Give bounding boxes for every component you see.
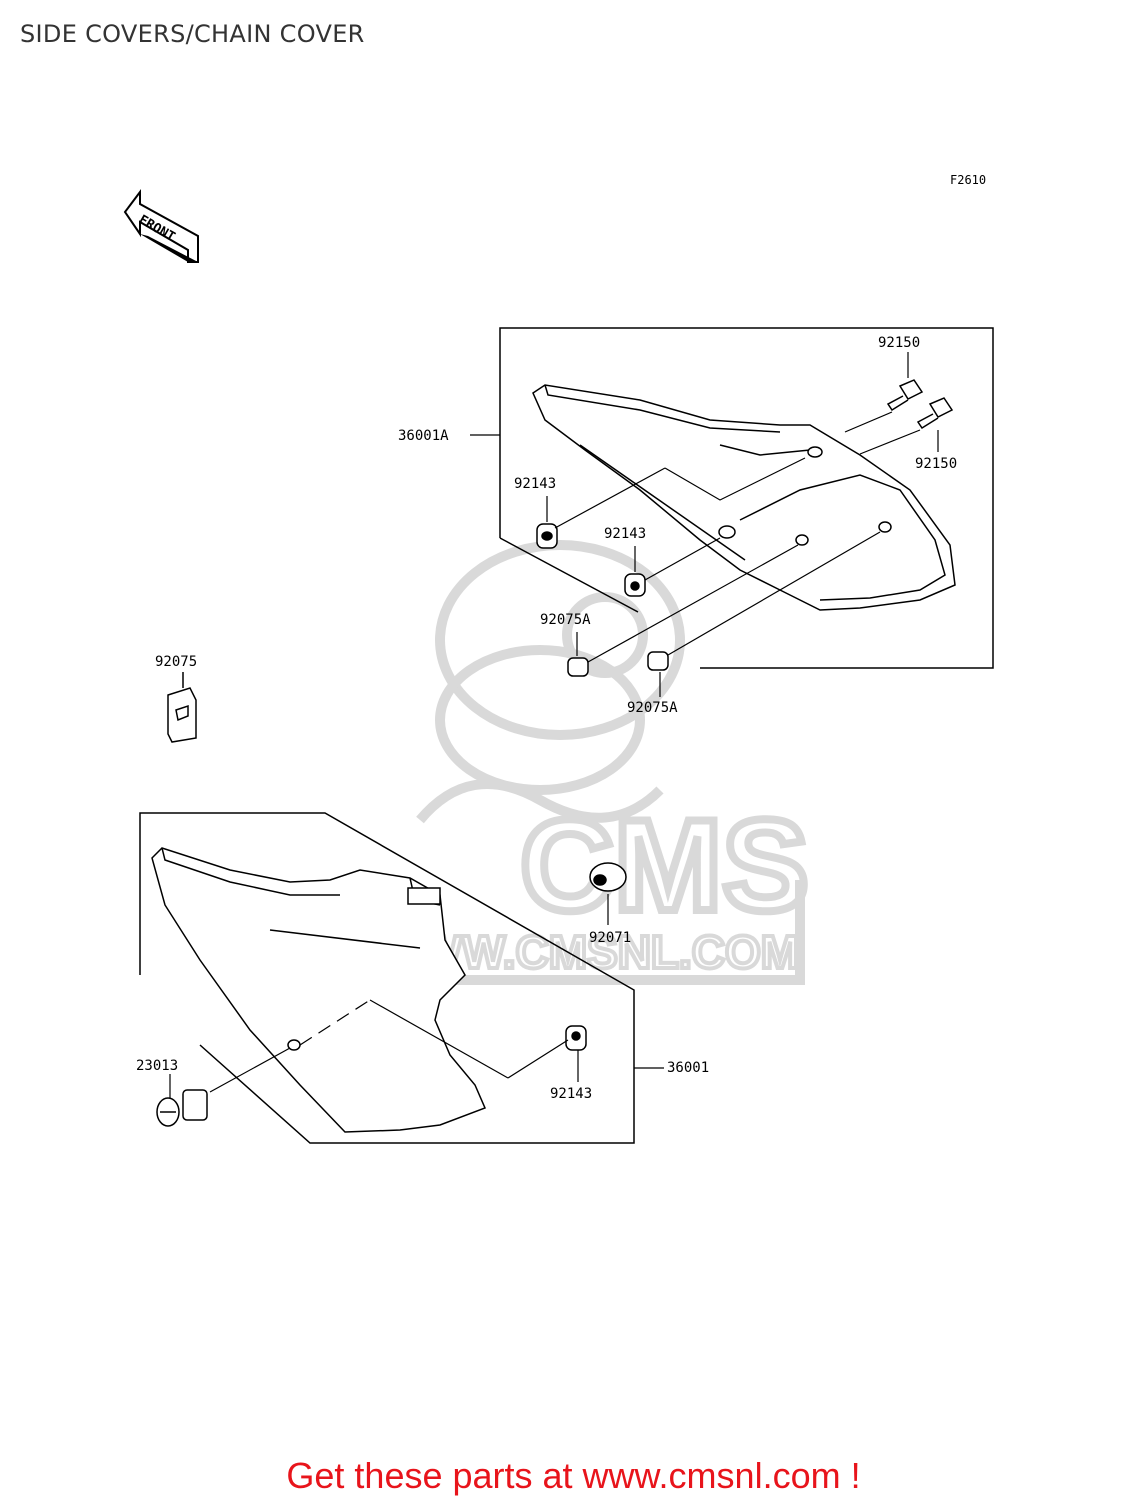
label-92143-a: 92143	[514, 476, 556, 492]
clip-92075	[167, 672, 197, 743]
bolt-92150-top	[886, 379, 924, 412]
grommet-92143-b	[624, 573, 646, 597]
watermark-logo: CMS	[520, 792, 809, 938]
label-92071: 92071	[589, 930, 631, 946]
label-92150-right: 92150	[915, 456, 957, 472]
label-92143-c: 92143	[550, 1086, 592, 1102]
label-23013: 23013	[136, 1058, 178, 1074]
label-36001: 36001	[667, 1060, 709, 1076]
label-36001A: 36001A	[398, 428, 449, 444]
bolt-92150-right	[916, 397, 954, 430]
label-92075A-a: 92075A	[540, 612, 591, 628]
front-arrow: FRONT	[123, 189, 199, 263]
grommet-92071	[589, 862, 627, 892]
upper-leader-lines	[470, 352, 939, 697]
screw-23013	[156, 1089, 208, 1127]
label-92150-top: 92150	[878, 335, 920, 351]
upper-assembly-frame	[499, 327, 994, 669]
side-cover-lower	[151, 847, 487, 1133]
collar-92075A-a	[567, 657, 589, 677]
figure-code: F2610	[950, 173, 986, 187]
grommet-92143-c	[565, 1025, 587, 1051]
lower-assembly-frame	[139, 812, 635, 1144]
footer-link[interactable]: Get these parts at www.cmsnl.com !	[286, 1455, 861, 1496]
label-92143-b: 92143	[604, 526, 646, 542]
label-92075: 92075	[155, 654, 197, 670]
label-92075A-b: 92075A	[627, 700, 678, 716]
lower-leader-lines	[169, 894, 664, 1098]
grommet-92143-a	[536, 523, 558, 549]
side-cover-upper	[532, 384, 956, 611]
page-title: SIDE COVERS/CHAIN COVER	[20, 20, 365, 48]
collar-92075A-b	[647, 651, 669, 671]
